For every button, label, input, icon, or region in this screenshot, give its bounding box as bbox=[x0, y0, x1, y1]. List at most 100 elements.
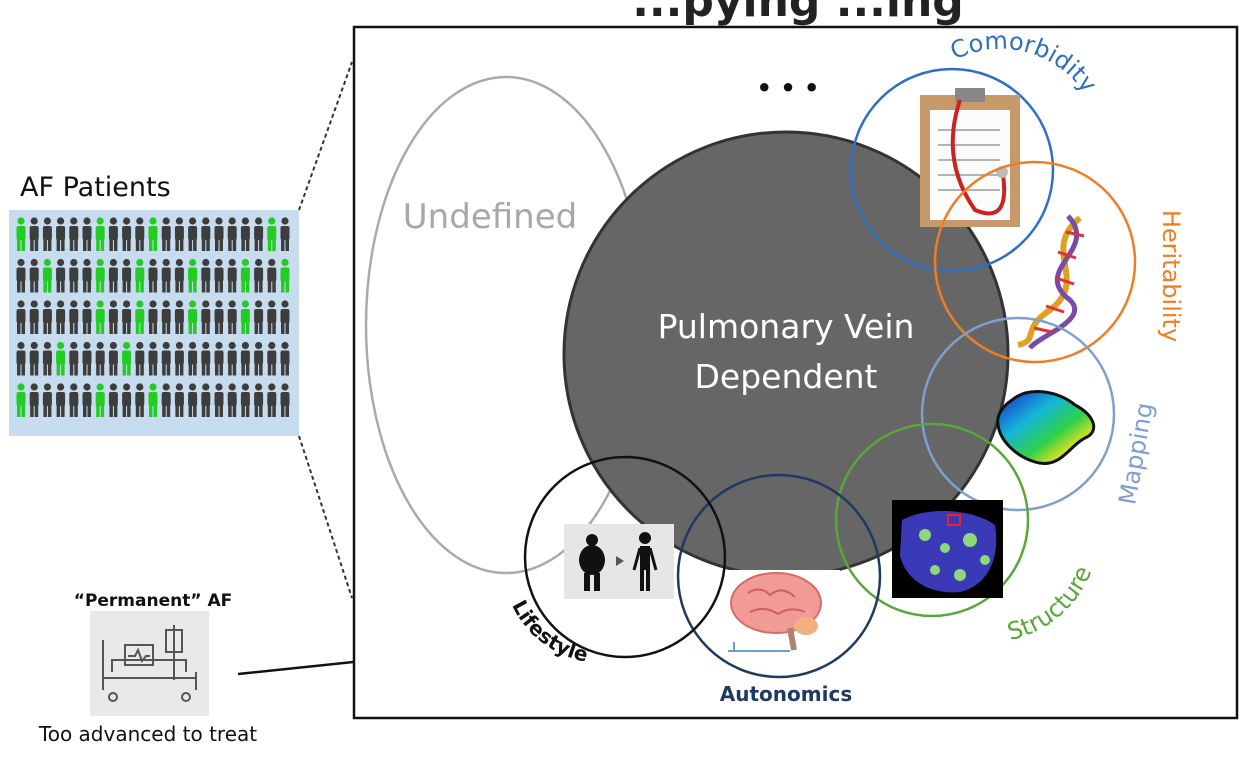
patient-figure bbox=[161, 258, 171, 293]
patient-figure bbox=[188, 341, 198, 376]
patient-figure bbox=[56, 217, 66, 251]
dna-helix-icon bbox=[1017, 214, 1085, 350]
patient-figure bbox=[122, 300, 132, 334]
patient-figure bbox=[108, 383, 118, 417]
patient-figure bbox=[214, 258, 224, 293]
patient-figure bbox=[148, 258, 158, 293]
patient-figure bbox=[148, 300, 158, 334]
too-advanced-label: Too advanced to treat bbox=[38, 722, 257, 746]
patient-crowd bbox=[16, 217, 290, 417]
patient-figure bbox=[29, 383, 39, 417]
patient-figure bbox=[95, 383, 105, 417]
patient-figure bbox=[56, 300, 66, 334]
brain-icon bbox=[722, 570, 840, 652]
center-label-line2: Dependent bbox=[695, 357, 878, 396]
center-label-line1: Pulmonary Vein bbox=[658, 307, 915, 346]
patient-figure bbox=[69, 341, 79, 376]
heritability-group: Heritability bbox=[933, 160, 1185, 364]
patient-figure bbox=[56, 258, 66, 293]
patient-figure bbox=[122, 341, 132, 376]
cropped-title: ...pying ...ing bbox=[632, 0, 964, 27]
patient-figure bbox=[82, 341, 92, 376]
patient-figure bbox=[227, 341, 237, 376]
patient-figure bbox=[267, 258, 277, 293]
patient-figure bbox=[280, 383, 290, 417]
hospital-bed-icon bbox=[90, 611, 209, 716]
patient-figure bbox=[267, 383, 277, 417]
patient-figure bbox=[161, 341, 171, 376]
permanent-af-label: “Permanent” AF bbox=[74, 591, 232, 611]
undefined-label: Undefined bbox=[403, 197, 577, 237]
patient-figure bbox=[227, 383, 237, 417]
patient-figure bbox=[135, 258, 145, 293]
patient-figure bbox=[254, 383, 264, 417]
patient-figure bbox=[135, 383, 145, 417]
patient-figure bbox=[95, 258, 105, 293]
patient-figure bbox=[108, 258, 118, 293]
patient-figure bbox=[82, 258, 92, 293]
patient-figure bbox=[280, 217, 290, 251]
patient-figure bbox=[29, 300, 39, 334]
patient-figure bbox=[122, 217, 132, 251]
patient-figure bbox=[95, 341, 105, 376]
patient-figure bbox=[161, 300, 171, 334]
patient-figure bbox=[16, 217, 26, 251]
patient-figure bbox=[227, 258, 237, 293]
patient-figure bbox=[188, 383, 198, 417]
patient-figure bbox=[201, 217, 211, 251]
patient-figure bbox=[174, 341, 184, 376]
atrial-scar-map-icon bbox=[892, 500, 1003, 598]
patient-figure bbox=[240, 383, 250, 417]
weight-loss-icon bbox=[564, 524, 674, 599]
patient-figure bbox=[148, 383, 158, 417]
patient-figure bbox=[227, 300, 237, 334]
patient-figure bbox=[95, 300, 105, 334]
patient-figure bbox=[240, 341, 250, 376]
patient-figure bbox=[42, 217, 52, 251]
patient-figure bbox=[82, 383, 92, 417]
patient-figure bbox=[42, 258, 52, 293]
patient-figure bbox=[201, 258, 211, 293]
patient-figure bbox=[267, 300, 277, 334]
patient-figure bbox=[161, 383, 171, 417]
patient-figure bbox=[174, 217, 184, 251]
activation-map-icon bbox=[996, 390, 1096, 466]
patient-figure bbox=[254, 258, 264, 293]
patient-figure bbox=[201, 341, 211, 376]
patient-figure bbox=[135, 341, 145, 376]
patient-figure bbox=[108, 217, 118, 251]
patient-figure bbox=[56, 341, 66, 376]
patient-figure bbox=[95, 217, 105, 251]
patient-figure bbox=[82, 300, 92, 334]
patient-figure bbox=[174, 300, 184, 334]
patient-figure bbox=[16, 258, 26, 293]
patient-figure bbox=[240, 217, 250, 251]
patient-figure bbox=[69, 217, 79, 251]
patient-figure bbox=[122, 383, 132, 417]
patient-figure bbox=[16, 300, 26, 334]
patient-figure bbox=[108, 300, 118, 334]
patient-figure bbox=[122, 258, 132, 293]
patient-figure bbox=[254, 217, 264, 251]
patient-figure bbox=[69, 258, 79, 293]
clipboard-stethoscope-icon bbox=[920, 88, 1020, 227]
patient-figure bbox=[188, 300, 198, 334]
patient-figure bbox=[254, 300, 264, 334]
patient-figure bbox=[108, 341, 118, 376]
patient-figure bbox=[42, 341, 52, 376]
patient-figure bbox=[148, 341, 158, 376]
patient-figure bbox=[161, 217, 171, 251]
patient-figure bbox=[174, 258, 184, 293]
patient-figure bbox=[214, 383, 224, 417]
patient-figure bbox=[254, 341, 264, 376]
patient-figure bbox=[214, 341, 224, 376]
patient-figure bbox=[240, 258, 250, 293]
patient-figure bbox=[69, 383, 79, 417]
patient-figure bbox=[16, 383, 26, 417]
ellipsis: • • • bbox=[757, 74, 820, 102]
zoom-line-top bbox=[298, 61, 353, 211]
patient-figure bbox=[280, 258, 290, 293]
patient-figure bbox=[56, 383, 66, 417]
patient-figure bbox=[42, 300, 52, 334]
